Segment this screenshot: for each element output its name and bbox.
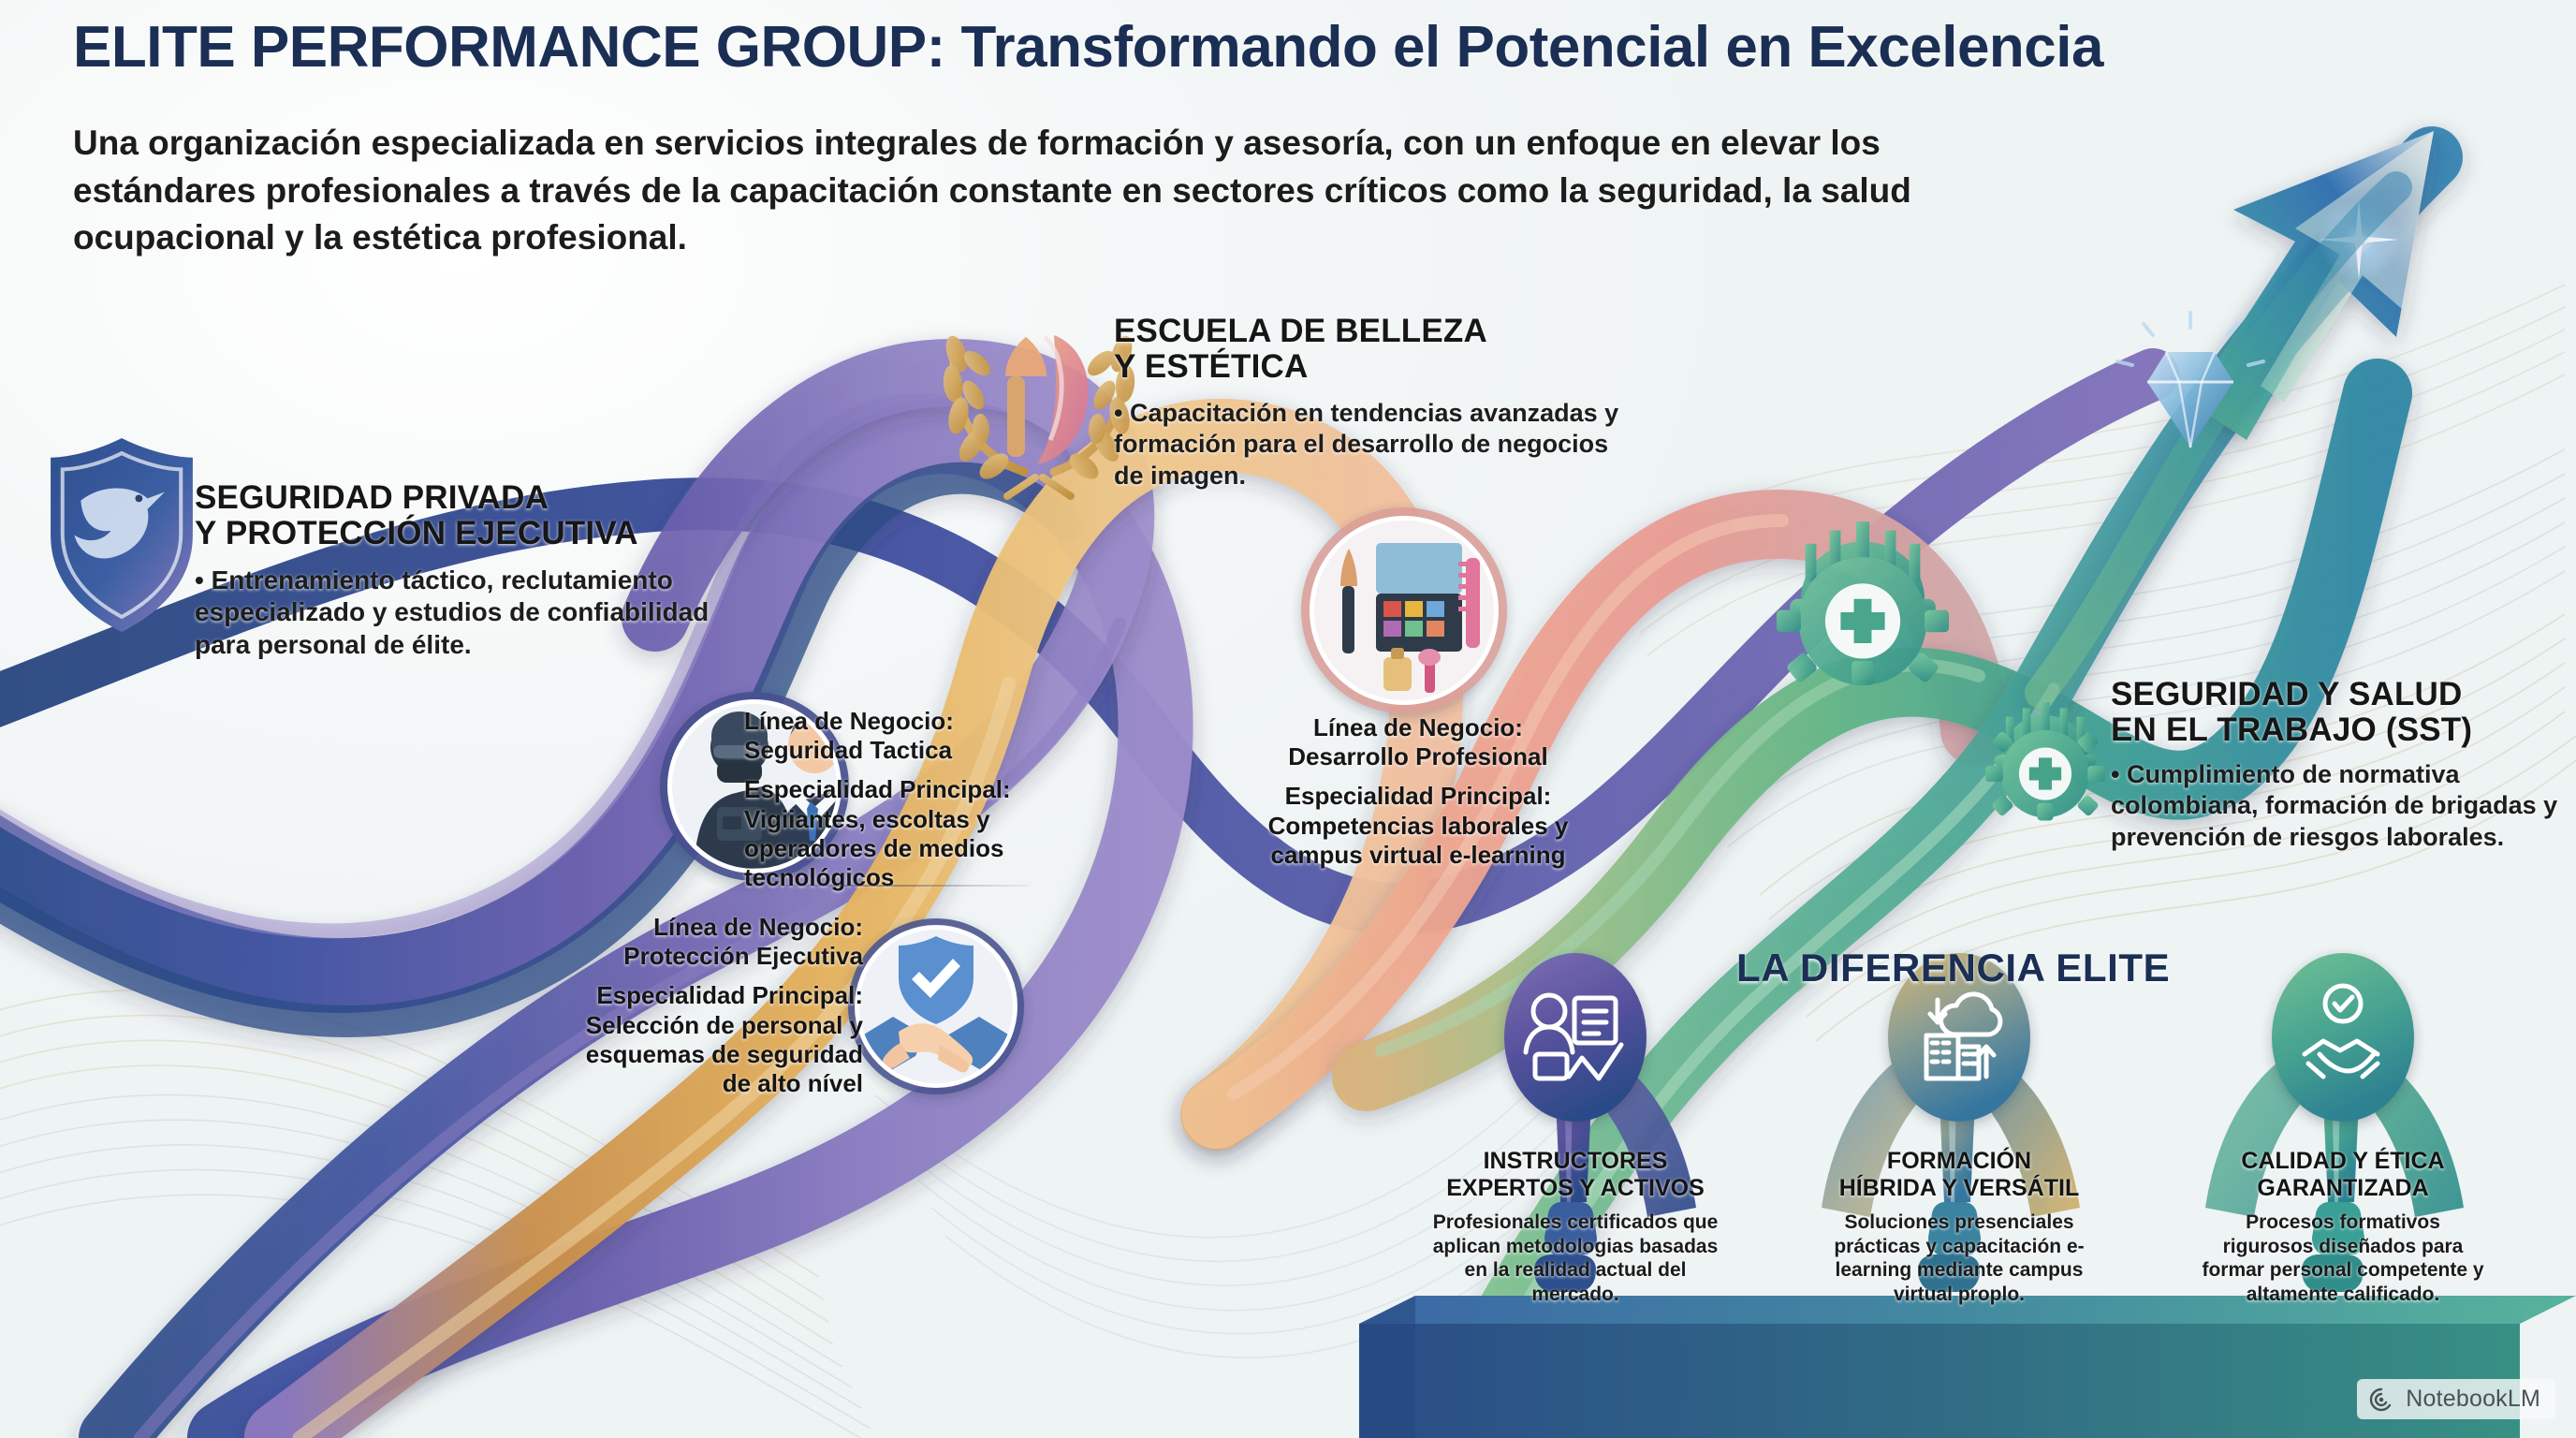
line-value: Seguridad Tactica [744, 736, 953, 765]
section-heading: ESCUELA DE BELLEZA Y ESTÉTICA [1114, 313, 1487, 385]
eagle-shield-icon [51, 438, 193, 632]
helmet-gear-icon-decor [1776, 521, 1950, 685]
ribbon-gold [244, 399, 1463, 1438]
title-lead: ELITE PERFORMANCE GROUP: [73, 15, 945, 80]
section-seguridad-salud-trabajo: SEGURIDAD Y SALUD EN EL TRABAJO (SST) • … [2111, 677, 2576, 853]
pillar-body: Soluciones presenciales prácticas y capa… [1834, 1211, 2085, 1305]
section-heading: SEGURIDAD PRIVADA Y PROTECCIÓN EJECUTIVA [195, 479, 638, 551]
line-value: Protección Ejecutiva [623, 942, 863, 971]
line-value: Desarrollo Profesional [1288, 742, 1548, 771]
section-heading: SEGURIDAD Y SALUD EN EL TRABAJO (SST) [2111, 676, 2473, 748]
watermark-label: NotebookLM [2406, 1386, 2540, 1412]
pillar-text-calidad-etica: CALIDAD Y ÉTICA GARANTIZADA Procesos for… [2198, 1148, 2488, 1306]
pillar-text-instructores: INSTRUCTORES EXPERTOS Y ACTIVOS Profesio… [1430, 1148, 1720, 1306]
section-escuela-belleza: ESCUELA DE BELLEZA Y ESTÉTICA • Capacita… [1114, 314, 1638, 492]
pillar-heading: INSTRUCTORES EXPERTOS Y ACTIVOS [1446, 1148, 1705, 1201]
line-label: Línea de Negocio: [653, 913, 863, 941]
podium [1359, 1296, 2576, 1438]
pillar-text-formacion-hibrida: FORMACIÓN HÍBRIDA Y VERSÁTIL Soluciones … [1814, 1148, 2104, 1306]
section-body: • Cumplimiento de normativa colombiana, … [2111, 759, 2558, 851]
beauty-laurel-icon [943, 335, 1135, 500]
pillar-body: Profesionales certificados que aplican m… [1432, 1211, 1719, 1305]
guards-pair-badge [660, 692, 849, 881]
section-seguridad-privada: SEGURIDAD PRIVADA Y PROTECCIÓN EJECUTIVA… [195, 480, 719, 662]
pillar-icon-2 [1888, 953, 2030, 1122]
business-line-desarrollo-profesional: Línea de Negocio:Desarrollo Profesional … [1264, 713, 1573, 870]
pillar-icon-1 [1504, 953, 1647, 1122]
ribbon-blue-loop [79, 338, 1155, 1438]
pillar-body: Procesos formativos rigurosos diseñados … [2202, 1211, 2484, 1305]
pillar-heading: FORMACIÓN HÍBRIDA Y VERSÁTIL [1838, 1148, 2080, 1201]
handshake-shield-badge [848, 918, 1024, 1094]
spec-value: Vigiiantes, escoltas y operadores de med… [744, 804, 1004, 891]
notebooklm-watermark: NotebookLM [2357, 1379, 2555, 1419]
spec-label: Especialidad Principal: [596, 981, 863, 1010]
pillar-heading: CALIDAD Y ÉTICA GARANTIZADA [2241, 1148, 2445, 1201]
spec-label: Especialidad Principal: [1284, 782, 1552, 811]
spec-value: Competencias laborales y campus virtual … [1267, 811, 1569, 869]
section-body: • Entrenamiento táctico, reclutamiento e… [195, 565, 710, 660]
line-label: Línea de Negocio: [744, 707, 954, 735]
pillar-icon-3 [2272, 953, 2414, 1122]
helmet-gear-icon [1985, 702, 2105, 821]
makeup-kit-badge [1301, 507, 1507, 713]
line-label: Línea de Negocio: [1313, 713, 1523, 741]
notebooklm-icon [2370, 1387, 2392, 1411]
page-subtitle: Una organización especializada en servic… [73, 124, 1911, 257]
difference-title: LA DIFERENCIA ELITE [1736, 946, 2171, 990]
business-line-seguridad-tactica: Línea de Negocio:Seguridad Tactica Espec… [744, 707, 1053, 892]
spec-label: Especialidad Principal: [744, 775, 1011, 804]
title-rest: Transformando el Potencial en Excelencia [944, 15, 2104, 80]
page-title: ELITE PERFORMANCE GROUP: Transformando e… [73, 17, 2525, 79]
business-line-proteccion-ejecutiva: Línea de Negocio:Protección Ejecutiva Es… [573, 913, 863, 1098]
line-divider [739, 885, 1030, 887]
diamond-icon [2115, 311, 2265, 448]
section-body: • Capacitación en tendencias avanzadas y… [1114, 398, 1619, 490]
ribbon-tail-upper [2025, 171, 2412, 709]
spec-value: Selección de personal y esquemas de segu… [585, 1010, 863, 1097]
